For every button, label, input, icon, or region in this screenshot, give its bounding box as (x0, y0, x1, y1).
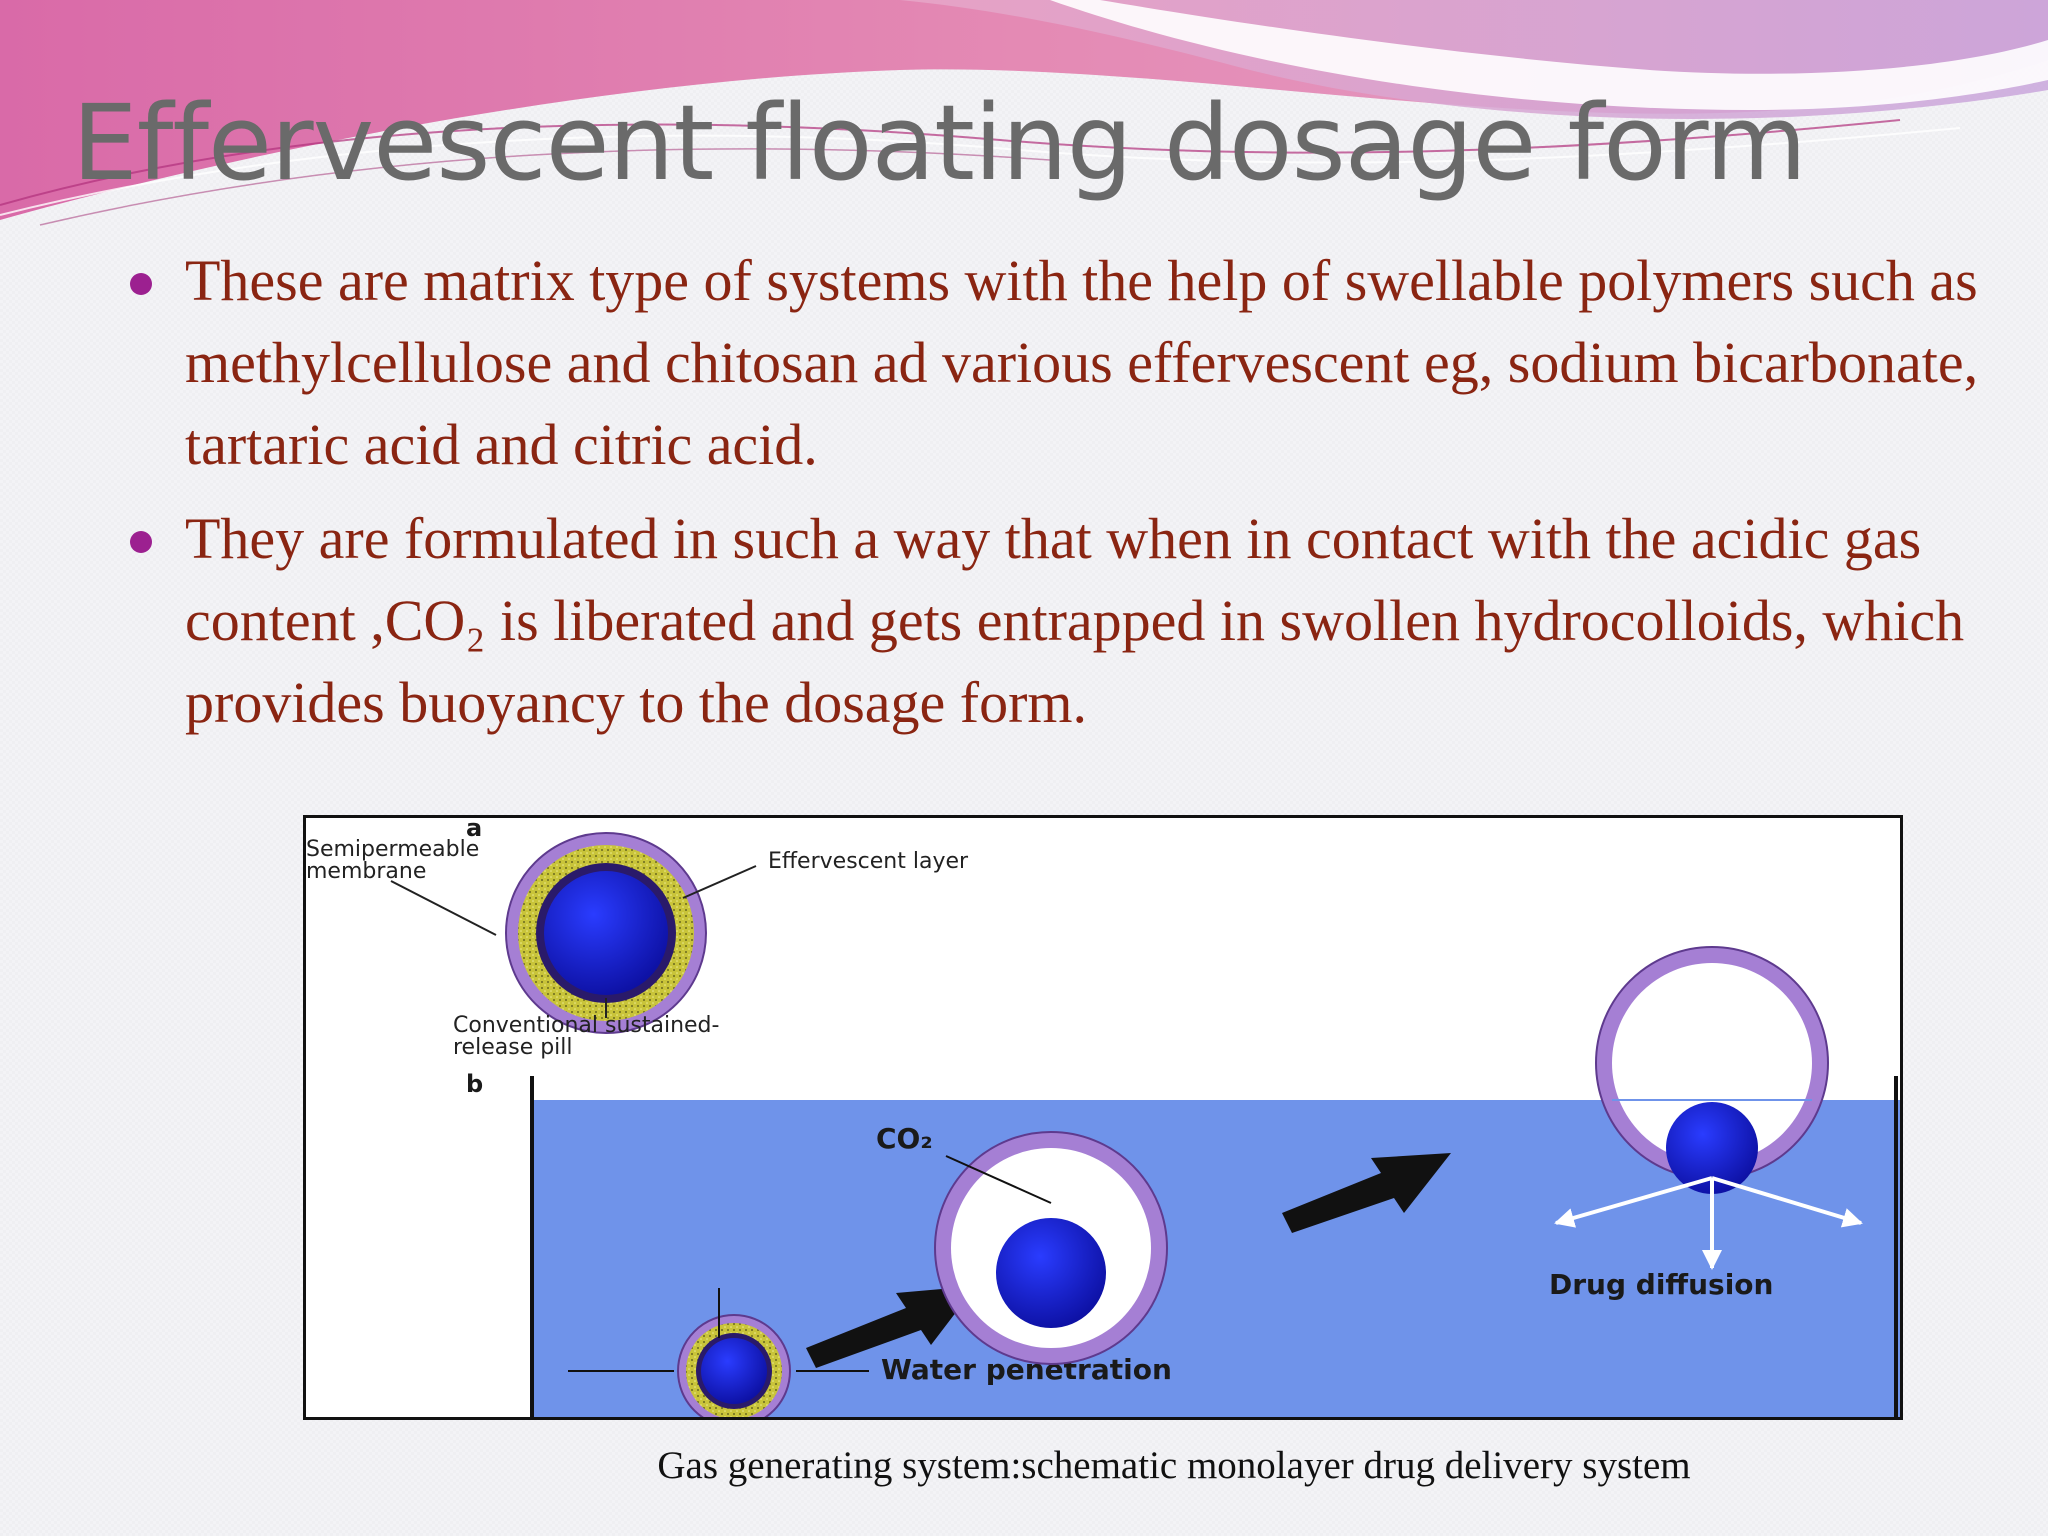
semipermeable-label: Semipermeable (306, 837, 479, 862)
small-pill-diagram (677, 1314, 791, 1417)
effervescent-layer-label: Effervescent layer (768, 849, 969, 874)
bullet-text: They are formulated in such a way that w… (185, 506, 1965, 735)
arrow-2-icon (1282, 1153, 1451, 1233)
arrow-1-icon (806, 1286, 976, 1368)
bullet-dot-icon (130, 273, 152, 295)
panel-a-label: a (466, 818, 482, 842)
bullet-item: These are matrix type of systems with th… (130, 240, 2000, 486)
conventional-pill-diagram (505, 832, 707, 1034)
slide-title: Effervescent floating dosage form (72, 82, 1807, 204)
membrane-pointer-line (390, 880, 497, 936)
membrane-label: membrane (306, 859, 426, 884)
diffusion-arrow-right (1711, 1176, 1863, 1228)
bullet-dot-icon (130, 531, 152, 553)
release-pill-label: release pill (453, 1035, 573, 1060)
bullet-item: They are formulated in such a way that w… (130, 498, 2000, 744)
effervescent-pointer-line (682, 865, 757, 899)
swollen-pill-diagram (934, 1131, 1168, 1365)
bullet-text: These are matrix type of systems with th… (185, 248, 1979, 477)
conventional-pill-label: Conventional sustained- (453, 1013, 719, 1038)
co2-label: CO₂ (876, 1122, 933, 1155)
floating-pill-diagram (1595, 946, 1829, 1194)
gas-generating-system-figure: a Semipermeable membrane Effervescent la… (303, 815, 1903, 1420)
diffusion-arrow-left (1554, 1176, 1713, 1228)
header-wave-decoration (0, 0, 2048, 226)
figure-caption: Gas generating system:schematic monolaye… (657, 1444, 1691, 1487)
co2-pointer-line (945, 1155, 1052, 1204)
drug-diffusion-label: Drug diffusion (1549, 1268, 1773, 1301)
bullet-list: These are matrix type of systems with th… (130, 240, 2000, 756)
panel-b-label: b (466, 1070, 483, 1098)
